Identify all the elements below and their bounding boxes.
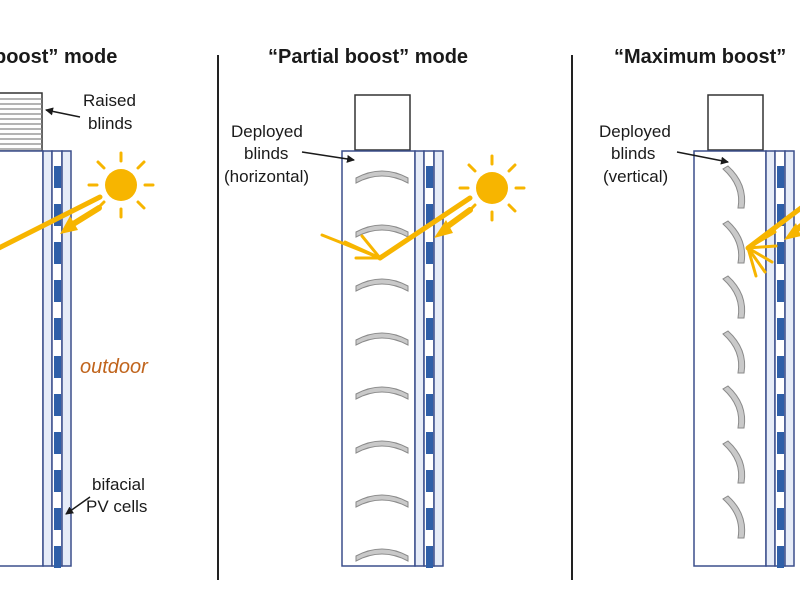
- deployed-vertical-label-line3: (vertical): [603, 167, 668, 186]
- pv-cell: [54, 242, 61, 264]
- horizontal-blind-slat: [355, 440, 409, 454]
- panel-maximum-boost: “Maximum boost” Deployed blinds (vertica…: [599, 46, 800, 568]
- pv-cell: [426, 280, 433, 302]
- pv-cell: [54, 356, 61, 378]
- deployed-vertical-label-line1: Deployed: [599, 122, 671, 141]
- vertical-blind-slat: [722, 385, 746, 429]
- pv-cell-column-1: [54, 166, 61, 568]
- pv-cell: [54, 508, 61, 530]
- vertical-blind-slat: [722, 495, 746, 539]
- pv-cell: [54, 432, 61, 454]
- panel-partial-boost: “Partial boost” mode: [224, 46, 526, 568]
- pv-cell: [777, 470, 784, 492]
- pv-cell: [777, 242, 784, 264]
- light-beams-1: [0, 194, 103, 251]
- pv-cell: [426, 204, 433, 226]
- pv-cells-pointer: [65, 496, 91, 515]
- horizontal-blind-slat: [355, 170, 409, 184]
- pv-cell: [54, 546, 61, 568]
- light-beams-2: [320, 195, 473, 261]
- window-glazing-1: [0, 150, 72, 568]
- raised-blinds-label-line2: blinds: [88, 114, 132, 133]
- pv-cells-label-line2: PV cells: [86, 497, 147, 516]
- pv-cell: [426, 432, 433, 454]
- deployed-blinds-pointer-3: [676, 151, 729, 165]
- vertical-blind-slat: [722, 275, 746, 319]
- horizontal-blind-slat: [355, 386, 409, 400]
- deployed-blinds-label-line3: (horizontal): [224, 167, 309, 186]
- pv-cell-column-3: [777, 166, 784, 568]
- vertical-blind-slat: [722, 440, 746, 484]
- pv-cell: [54, 318, 61, 340]
- deployed-blinds-label-line2: blinds: [244, 144, 288, 163]
- pv-cell: [426, 166, 433, 188]
- pv-cell: [777, 432, 784, 454]
- pv-cell: [426, 394, 433, 416]
- deployed-vertical-label-line2: blinds: [611, 144, 655, 163]
- vertical-blind-slat: [722, 220, 746, 264]
- panel-no-boost: boost” mode: [0, 46, 155, 568]
- pv-cell: [426, 356, 433, 378]
- horizontal-blind-slat: [355, 548, 409, 562]
- pv-cell: [777, 204, 784, 226]
- pv-cell: [54, 204, 61, 226]
- horizontal-blinds: [355, 170, 409, 562]
- raised-blinds-label-line1: Raised: [83, 91, 136, 110]
- blind-housing-2: [354, 94, 411, 151]
- deployed-blinds-pointer-2: [301, 151, 355, 163]
- pv-cell-column-2: [426, 166, 433, 568]
- raised-blinds-stack: [0, 92, 43, 152]
- horizontal-blind-slat: [355, 278, 409, 292]
- panel-2-title: “Partial boost” mode: [268, 46, 468, 68]
- sun-icon: [87, 151, 155, 219]
- panel-1-title: boost” mode: [0, 46, 117, 68]
- vertical-blind-slat: [722, 330, 746, 374]
- pv-cell: [777, 394, 784, 416]
- pv-cell: [426, 242, 433, 264]
- pv-cell: [777, 508, 784, 530]
- deployed-blinds-label-line1: Deployed: [231, 122, 303, 141]
- horizontal-blind-slat: [355, 494, 409, 508]
- raised-blinds-pointer: [45, 107, 81, 118]
- pv-cells-label-line1: bifacial: [92, 475, 145, 494]
- pv-cell: [54, 166, 61, 188]
- window-glazing-3: [693, 150, 795, 568]
- pv-cell: [777, 280, 784, 302]
- panel-3-title: “Maximum boost”: [614, 46, 786, 68]
- horizontal-blind-slat: [355, 332, 409, 346]
- pv-cell: [777, 318, 784, 340]
- blind-housing-3: [707, 94, 764, 151]
- pv-cell: [777, 546, 784, 568]
- vertical-blinds: [722, 165, 746, 539]
- pv-cell: [777, 356, 784, 378]
- pv-cell: [54, 394, 61, 416]
- pv-cell: [426, 470, 433, 492]
- pv-cell: [426, 508, 433, 530]
- pv-cell: [54, 280, 61, 302]
- pv-cell: [777, 166, 784, 188]
- pv-cell: [426, 546, 433, 568]
- vertical-blind-slat: [722, 165, 746, 209]
- light-beams-3: [745, 205, 800, 278]
- pv-cell: [426, 318, 433, 340]
- outdoor-label: outdoor: [80, 356, 149, 378]
- pv-cell: [54, 470, 61, 492]
